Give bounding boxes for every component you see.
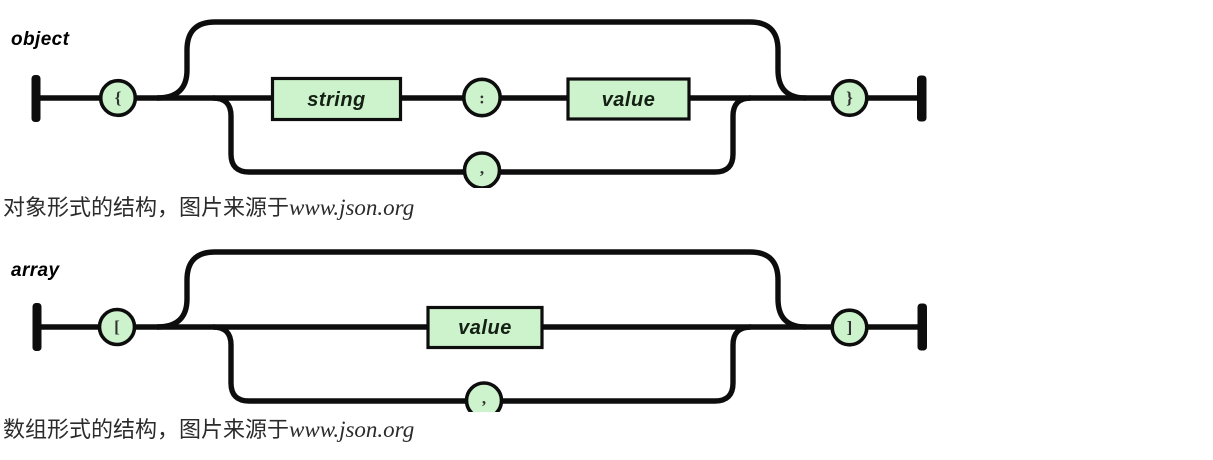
array-start-terminal: [32, 303, 42, 351]
string-node: [270, 76, 403, 122]
array-caption: 数组形式的结构，图片来源于www.json.org: [3, 412, 414, 444]
close-bracket-symbol: ]: [847, 318, 853, 337]
object-start-terminal: [31, 75, 41, 122]
object-comma-symbol: ,: [480, 159, 484, 178]
array-syntax-diagram: array [ value , ]: [11, 249, 927, 412]
colon-symbol: :: [479, 89, 485, 108]
object-syntax-diagram: object { string : value , }: [11, 19, 927, 188]
object-end-terminal: [917, 75, 927, 122]
object-caption-text: 对象形式的结构，图片来源于: [3, 195, 290, 220]
array-comma-symbol: ,: [482, 389, 486, 408]
array-end-terminal: [917, 303, 927, 351]
object-caption-source: www.json.org: [289, 195, 415, 220]
close-brace-node: [830, 78, 869, 118]
object-bypass-track: [156, 19, 807, 101]
array-caption-source: www.json.org: [289, 417, 415, 442]
array-diagram-label: array: [11, 260, 61, 281]
object-value-node-label: value: [602, 89, 656, 111]
string-node-label: string: [307, 89, 366, 111]
object-comma-node: [462, 151, 502, 188]
object-caption: 对象形式的结构，图片来源于www.json.org: [3, 190, 414, 222]
array-comma-node: [464, 381, 504, 412]
object-diagram-label: object: [11, 29, 70, 50]
open-bracket-node: [97, 307, 137, 347]
array-bypass-track: [156, 249, 807, 330]
close-brace-symbol: }: [846, 89, 853, 108]
close-bracket-node: [830, 308, 869, 347]
array-value-node-label: value: [458, 317, 512, 339]
object-value-node: [566, 77, 691, 121]
array-caption-text: 数组形式的结构，图片来源于: [3, 417, 290, 442]
array-value-node: [426, 305, 544, 350]
open-bracket-symbol: [: [114, 318, 120, 337]
open-brace-symbol: {: [115, 89, 122, 108]
open-brace-node: [98, 78, 138, 118]
colon-node: [461, 77, 502, 118]
